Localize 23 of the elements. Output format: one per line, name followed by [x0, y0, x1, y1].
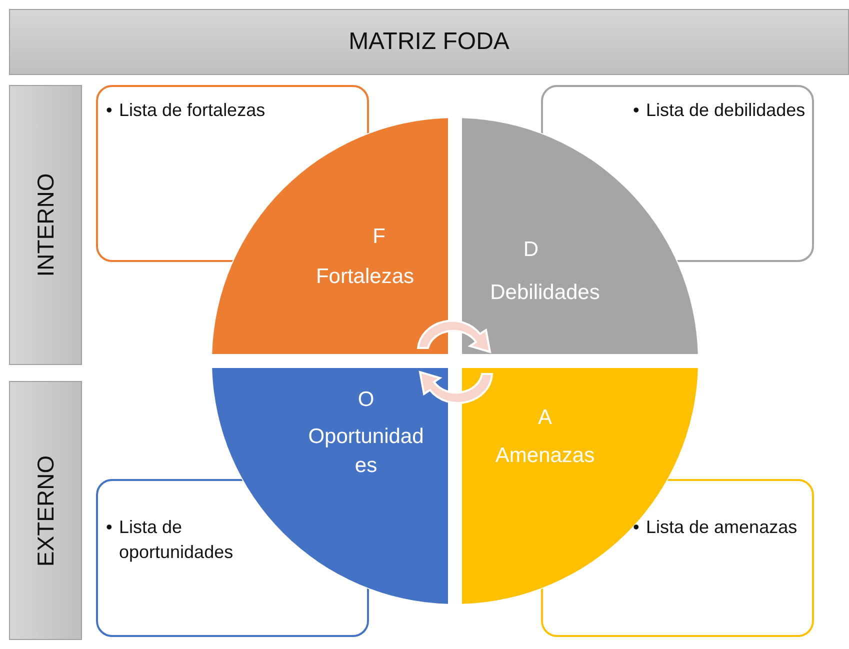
quadrant-letter: D [523, 238, 539, 262]
title-banner: MATRIZ FODA [9, 9, 849, 75]
list-box [541, 85, 814, 262]
bullet: • [106, 516, 112, 539]
quadrant-label: Fortalezas [316, 265, 414, 289]
quadrant-label: Debilidades [490, 281, 600, 305]
list-box [96, 85, 369, 262]
bullet: • [633, 516, 640, 539]
quadrant-letter: O [358, 388, 374, 412]
list-box [96, 479, 369, 637]
quadrant-letter: A [538, 406, 552, 430]
bullet: • [106, 99, 112, 122]
list-text: Lista de debilidades [646, 99, 806, 122]
side-band: EXTERNO [9, 381, 82, 640]
list-text: Lista de fortalezas [119, 99, 266, 122]
bullet: • [633, 99, 640, 122]
quadrant-letter: F [372, 225, 386, 249]
side-band: INTERNO [9, 85, 82, 365]
quadrant-label: Amenazas [495, 444, 595, 468]
list-box [541, 479, 814, 637]
list-text: Lista de amenazas [646, 516, 798, 539]
quadrant-label: Oportunidades [307, 424, 425, 479]
list-text: Lista de oportunidades [119, 516, 234, 564]
